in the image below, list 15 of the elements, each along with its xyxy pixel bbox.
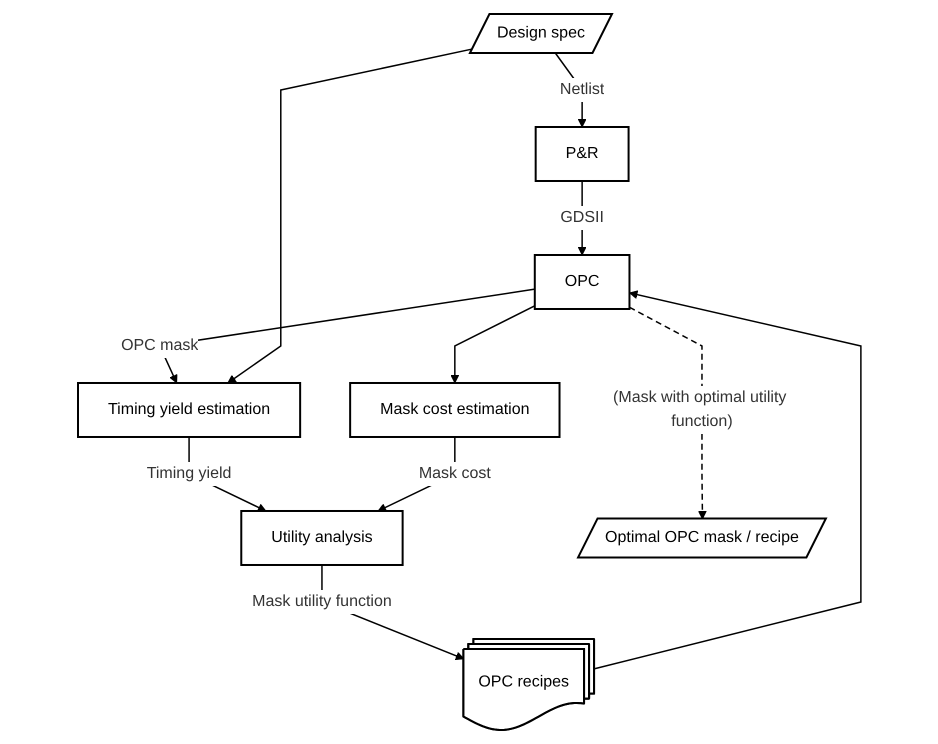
node-box: Mask cost estimation	[348, 382, 560, 438]
arrow	[226, 48, 472, 384]
edge-label: Mask utility function	[252, 593, 392, 610]
node-box: OPC	[533, 254, 630, 310]
edge-label: Timing yield	[146, 465, 232, 482]
edge-label: Netlist	[559, 81, 604, 98]
edge-label: OPC mask	[120, 337, 198, 354]
arrow	[594, 290, 862, 670]
edge-label: (Mask with optimal utility function)	[612, 389, 786, 430]
node-box: Utility analysis	[240, 510, 404, 566]
arrow	[450, 305, 535, 384]
node-box: P&R	[534, 126, 630, 182]
edge-label: Mask cost	[418, 465, 490, 482]
edge-label: GDSII	[560, 209, 604, 226]
node-box: Timing yield estimation	[76, 382, 301, 438]
